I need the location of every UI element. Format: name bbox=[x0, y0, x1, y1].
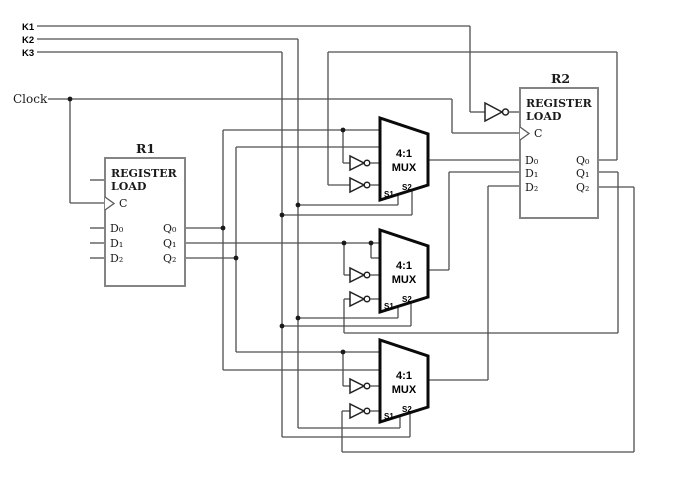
r1-label-load: LOAD bbox=[111, 180, 147, 193]
mux-output-nets bbox=[428, 159, 520, 381]
register-r2: R2 REGISTER LOAD C D₀ D₁ D₂ Q₀ Q₁ Q₂ bbox=[519, 71, 599, 219]
mux-3-s2: S2 bbox=[402, 405, 412, 414]
mux-1-s2: S2 bbox=[402, 183, 412, 192]
r1-pin-d0: D₀ bbox=[110, 222, 124, 235]
r2-clock-pin: C bbox=[534, 127, 542, 140]
not-gate-icon bbox=[349, 377, 380, 395]
junction-dot bbox=[340, 349, 346, 355]
r1-label-register: REGISTER bbox=[111, 167, 178, 180]
mux-2-ratio: 4:1 bbox=[396, 260, 412, 272]
r2-q1-feedback-net bbox=[343, 171, 619, 334]
junction-dot bbox=[279, 323, 285, 329]
junction-dot bbox=[295, 202, 301, 208]
mux-3-ratio: 4:1 bbox=[396, 370, 412, 382]
not-gate-icon bbox=[349, 176, 380, 194]
r1-pin-q0: Q₀ bbox=[163, 222, 177, 235]
inverters bbox=[349, 101, 520, 420]
mux-1-shape bbox=[378, 115, 430, 203]
mux-2-name: MUX bbox=[392, 274, 417, 286]
r1-pin-d1: D₁ bbox=[110, 237, 123, 250]
register-r1: R1 REGISTER LOAD C D₀ D₁ D₂ Q₀ Q₁ Q₂ bbox=[104, 141, 186, 287]
not-gate-icon bbox=[484, 101, 520, 123]
k1-net bbox=[37, 25, 485, 113]
not-gate-icon bbox=[349, 290, 380, 308]
mux-1-ratio: 4:1 bbox=[396, 148, 412, 160]
r2-pin-q0: Q₀ bbox=[576, 154, 590, 167]
r1-q2-net bbox=[185, 146, 380, 387]
r2-pin-q1: Q₁ bbox=[576, 167, 589, 180]
clock-net bbox=[48, 98, 520, 204]
r2-box bbox=[519, 87, 599, 219]
r2-pin-q2: Q₂ bbox=[576, 181, 589, 194]
r2-pin-d2: D₂ bbox=[525, 181, 538, 194]
r2-pin-d0: D₀ bbox=[525, 154, 539, 167]
clock-edge-icon bbox=[104, 196, 116, 211]
junction-dot bbox=[220, 225, 226, 231]
r2-q2-feedback-net bbox=[341, 186, 635, 453]
r2-label-register: REGISTER bbox=[526, 97, 593, 110]
mux-2-shape bbox=[378, 227, 430, 315]
junction-dot bbox=[233, 255, 239, 261]
mux-2: 4:1 MUX S1 S2 bbox=[378, 227, 430, 315]
mux-2-s2: S2 bbox=[402, 295, 412, 304]
k3-net bbox=[37, 51, 413, 438]
mux-3-shape bbox=[378, 337, 430, 425]
mux-3-s1: S1 bbox=[384, 412, 394, 421]
junction-dot bbox=[279, 212, 285, 218]
wire-layer bbox=[37, 25, 635, 453]
r2-title: R2 bbox=[551, 71, 570, 86]
k3-label: K3 bbox=[22, 48, 34, 59]
r1-clock-pin: C bbox=[119, 197, 127, 210]
clock-label: Clock bbox=[13, 92, 48, 106]
mux-3: 4:1 MUX S1 S2 bbox=[378, 337, 430, 425]
r1-pin-d2: D₂ bbox=[110, 252, 123, 265]
signal-labels: K1 K2 K3 Clock bbox=[13, 22, 48, 106]
r1-pin-q1: Q₁ bbox=[163, 237, 176, 250]
mux-3-name: MUX bbox=[392, 384, 417, 396]
not-gate-icon bbox=[349, 266, 380, 284]
junction-dot bbox=[67, 96, 73, 102]
junction-dot bbox=[368, 240, 374, 246]
mux-2-s1: S1 bbox=[384, 302, 394, 311]
r1-input-stubs bbox=[90, 179, 105, 259]
mux-1-name: MUX bbox=[392, 162, 417, 174]
not-gate-icon bbox=[349, 154, 380, 172]
r1-q0-net bbox=[185, 129, 380, 371]
k1-label: K1 bbox=[22, 22, 35, 33]
r1-title: R1 bbox=[136, 141, 155, 156]
mux-1-s1: S1 bbox=[384, 190, 394, 199]
junction-dot bbox=[340, 127, 346, 133]
junction-dot bbox=[341, 240, 347, 246]
r2-q0-feedback-net bbox=[327, 51, 618, 186]
k2-net bbox=[37, 38, 401, 429]
r2-label-load: LOAD bbox=[526, 110, 562, 123]
clock-edge-icon bbox=[519, 126, 531, 141]
r1-pin-q2: Q₂ bbox=[163, 252, 176, 265]
mux-1: 4:1 MUX S1 S2 bbox=[378, 115, 430, 203]
junction-dot bbox=[295, 315, 301, 321]
junction-dots bbox=[67, 96, 374, 355]
r1-box bbox=[104, 157, 186, 287]
k2-label: K2 bbox=[22, 35, 34, 46]
r2-pin-d1: D₁ bbox=[525, 167, 538, 180]
not-gate-icon bbox=[349, 402, 380, 420]
